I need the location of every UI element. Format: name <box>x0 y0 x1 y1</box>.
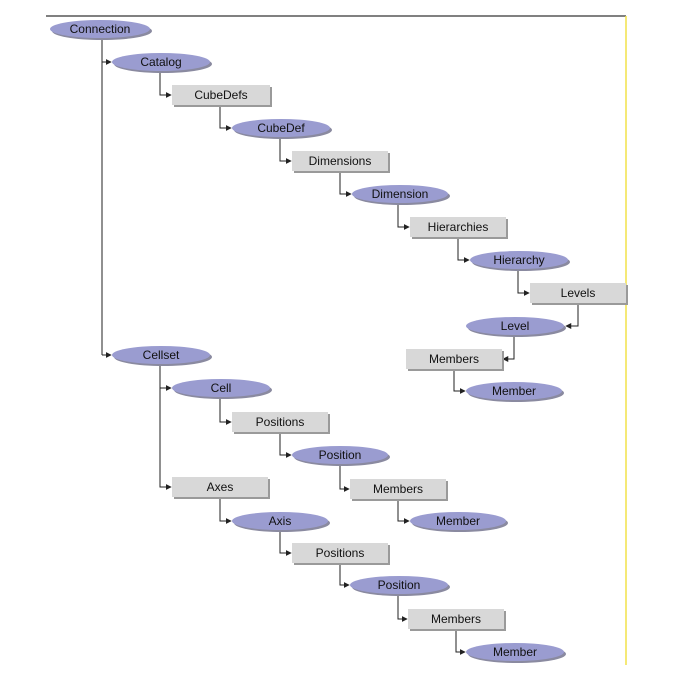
connector-level-members-to-level-member <box>453 369 466 394</box>
connector-cell-to-cell-positions <box>219 397 232 425</box>
connector-cellset-to-cell <box>159 364 172 391</box>
collection-node-cell-positions: Positions <box>232 412 330 434</box>
node-label-levels: Levels <box>561 286 596 300</box>
node-label-level-member: Member <box>492 384 536 398</box>
node-shape <box>292 151 388 171</box>
connector-dimensions-to-dimension <box>339 171 352 197</box>
object-node-connection: Connection <box>50 20 152 40</box>
node-shape <box>232 512 328 530</box>
node-label-cell: Cell <box>211 381 232 395</box>
object-node-axis-position: Position <box>350 576 450 596</box>
collection-node-hierarchies: Hierarchies <box>410 217 508 239</box>
node-label-cell-members: Members <box>373 482 423 496</box>
node-label-cell-positions: Positions <box>256 415 305 429</box>
object-node-cubedef: CubeDef <box>232 119 332 139</box>
node-label-axes: Axes <box>207 480 234 494</box>
node-label-cubedef: CubeDef <box>257 121 305 135</box>
node-shape <box>466 643 564 661</box>
connector-cubedef-to-dimensions <box>279 137 292 164</box>
node-label-catalog: Catalog <box>140 55 181 69</box>
node-shape <box>50 20 150 38</box>
connector-cubedefs-to-cubedef <box>219 105 232 131</box>
connector-layer <box>101 38 579 655</box>
connector-dimension-to-hierarchies <box>397 203 410 230</box>
node-shape <box>112 346 210 364</box>
connector-cell-members-to-cell-member <box>397 499 410 524</box>
node-label-axis-position: Position <box>378 578 421 592</box>
node-label-cell-position: Position <box>319 448 362 462</box>
node-label-hierarchy: Hierarchy <box>493 253 544 267</box>
object-node-level-member: Member <box>466 382 564 402</box>
object-node-cell-position: Position <box>292 446 390 466</box>
node-label-dimension: Dimension <box>372 187 429 201</box>
node-shape <box>112 53 210 71</box>
node-shape <box>350 576 448 594</box>
connector-hierarchy-to-levels <box>517 269 530 296</box>
node-label-cubedefs: CubeDefs <box>194 88 247 102</box>
node-shape <box>350 479 446 499</box>
connector-axes-to-axis <box>219 497 232 524</box>
connector-cell-positions-to-cell-position <box>279 432 292 458</box>
node-shape <box>172 379 270 397</box>
connector-cellset-to-axes <box>159 388 172 490</box>
collection-node-cubedefs: CubeDefs <box>172 85 272 107</box>
node-shape <box>172 477 268 497</box>
node-shape <box>232 412 328 432</box>
node-layer: ConnectionCatalogCubeDefsCubeDefDimensio… <box>50 20 628 663</box>
node-label-hierarchies: Hierarchies <box>428 220 489 234</box>
node-label-connection: Connection <box>70 22 131 36</box>
connector-hierarchies-to-hierarchy <box>457 237 470 263</box>
object-node-axis: Axis <box>232 512 330 532</box>
object-node-axis-member: Member <box>466 643 566 663</box>
collection-node-axis-positions: Positions <box>292 543 390 565</box>
node-shape <box>410 217 506 237</box>
node-shape <box>470 251 568 269</box>
node-shape <box>406 349 502 369</box>
node-label-axis: Axis <box>269 514 292 528</box>
node-shape <box>352 185 448 203</box>
connector-axis-members-to-axis-member <box>455 629 466 655</box>
node-shape <box>466 382 562 400</box>
node-shape <box>292 446 388 464</box>
node-label-level-members: Members <box>429 352 479 366</box>
node-shape <box>172 85 270 105</box>
object-node-hierarchy: Hierarchy <box>470 251 570 271</box>
object-node-level: Level <box>466 317 566 337</box>
node-shape <box>410 512 506 530</box>
node-label-cell-member: Member <box>436 514 480 528</box>
connector-connection-to-catalog <box>101 38 112 355</box>
node-shape <box>408 609 504 629</box>
object-node-dimension: Dimension <box>352 185 450 205</box>
node-label-cellset: Cellset <box>143 348 180 362</box>
node-label-level: Level <box>501 319 530 333</box>
connector-cell-position-to-cell-members <box>339 464 350 492</box>
object-node-cellset: Cellset <box>112 346 212 366</box>
object-node-cell: Cell <box>172 379 272 399</box>
object-node-cell-member: Member <box>410 512 508 532</box>
connector-axis-to-axis-positions <box>279 530 292 556</box>
collection-node-dimensions: Dimensions <box>292 151 390 173</box>
node-shape <box>292 543 388 563</box>
collection-node-axis-members: Members <box>408 609 506 631</box>
connector-axis-position-to-axis-members <box>397 594 408 622</box>
node-label-axis-members: Members <box>431 612 481 626</box>
node-shape <box>530 283 626 303</box>
node-label-axis-member: Member <box>493 645 537 659</box>
node-shape <box>466 317 564 335</box>
collection-node-axes: Axes <box>172 477 270 499</box>
collection-node-cell-members: Members <box>350 479 448 501</box>
collection-node-level-members: Members <box>406 349 504 371</box>
connector-axis-positions-to-axis-position <box>339 563 350 588</box>
connector-levels-to-level <box>565 303 579 329</box>
node-label-axis-positions: Positions <box>316 546 365 560</box>
connector-level-to-level-members <box>502 335 515 362</box>
node-label-dimensions: Dimensions <box>309 154 372 168</box>
connector-catalog-to-cubedefs <box>159 71 172 98</box>
object-node-catalog: Catalog <box>112 53 212 73</box>
node-shape <box>232 119 330 137</box>
collection-node-levels: Levels <box>530 283 628 305</box>
